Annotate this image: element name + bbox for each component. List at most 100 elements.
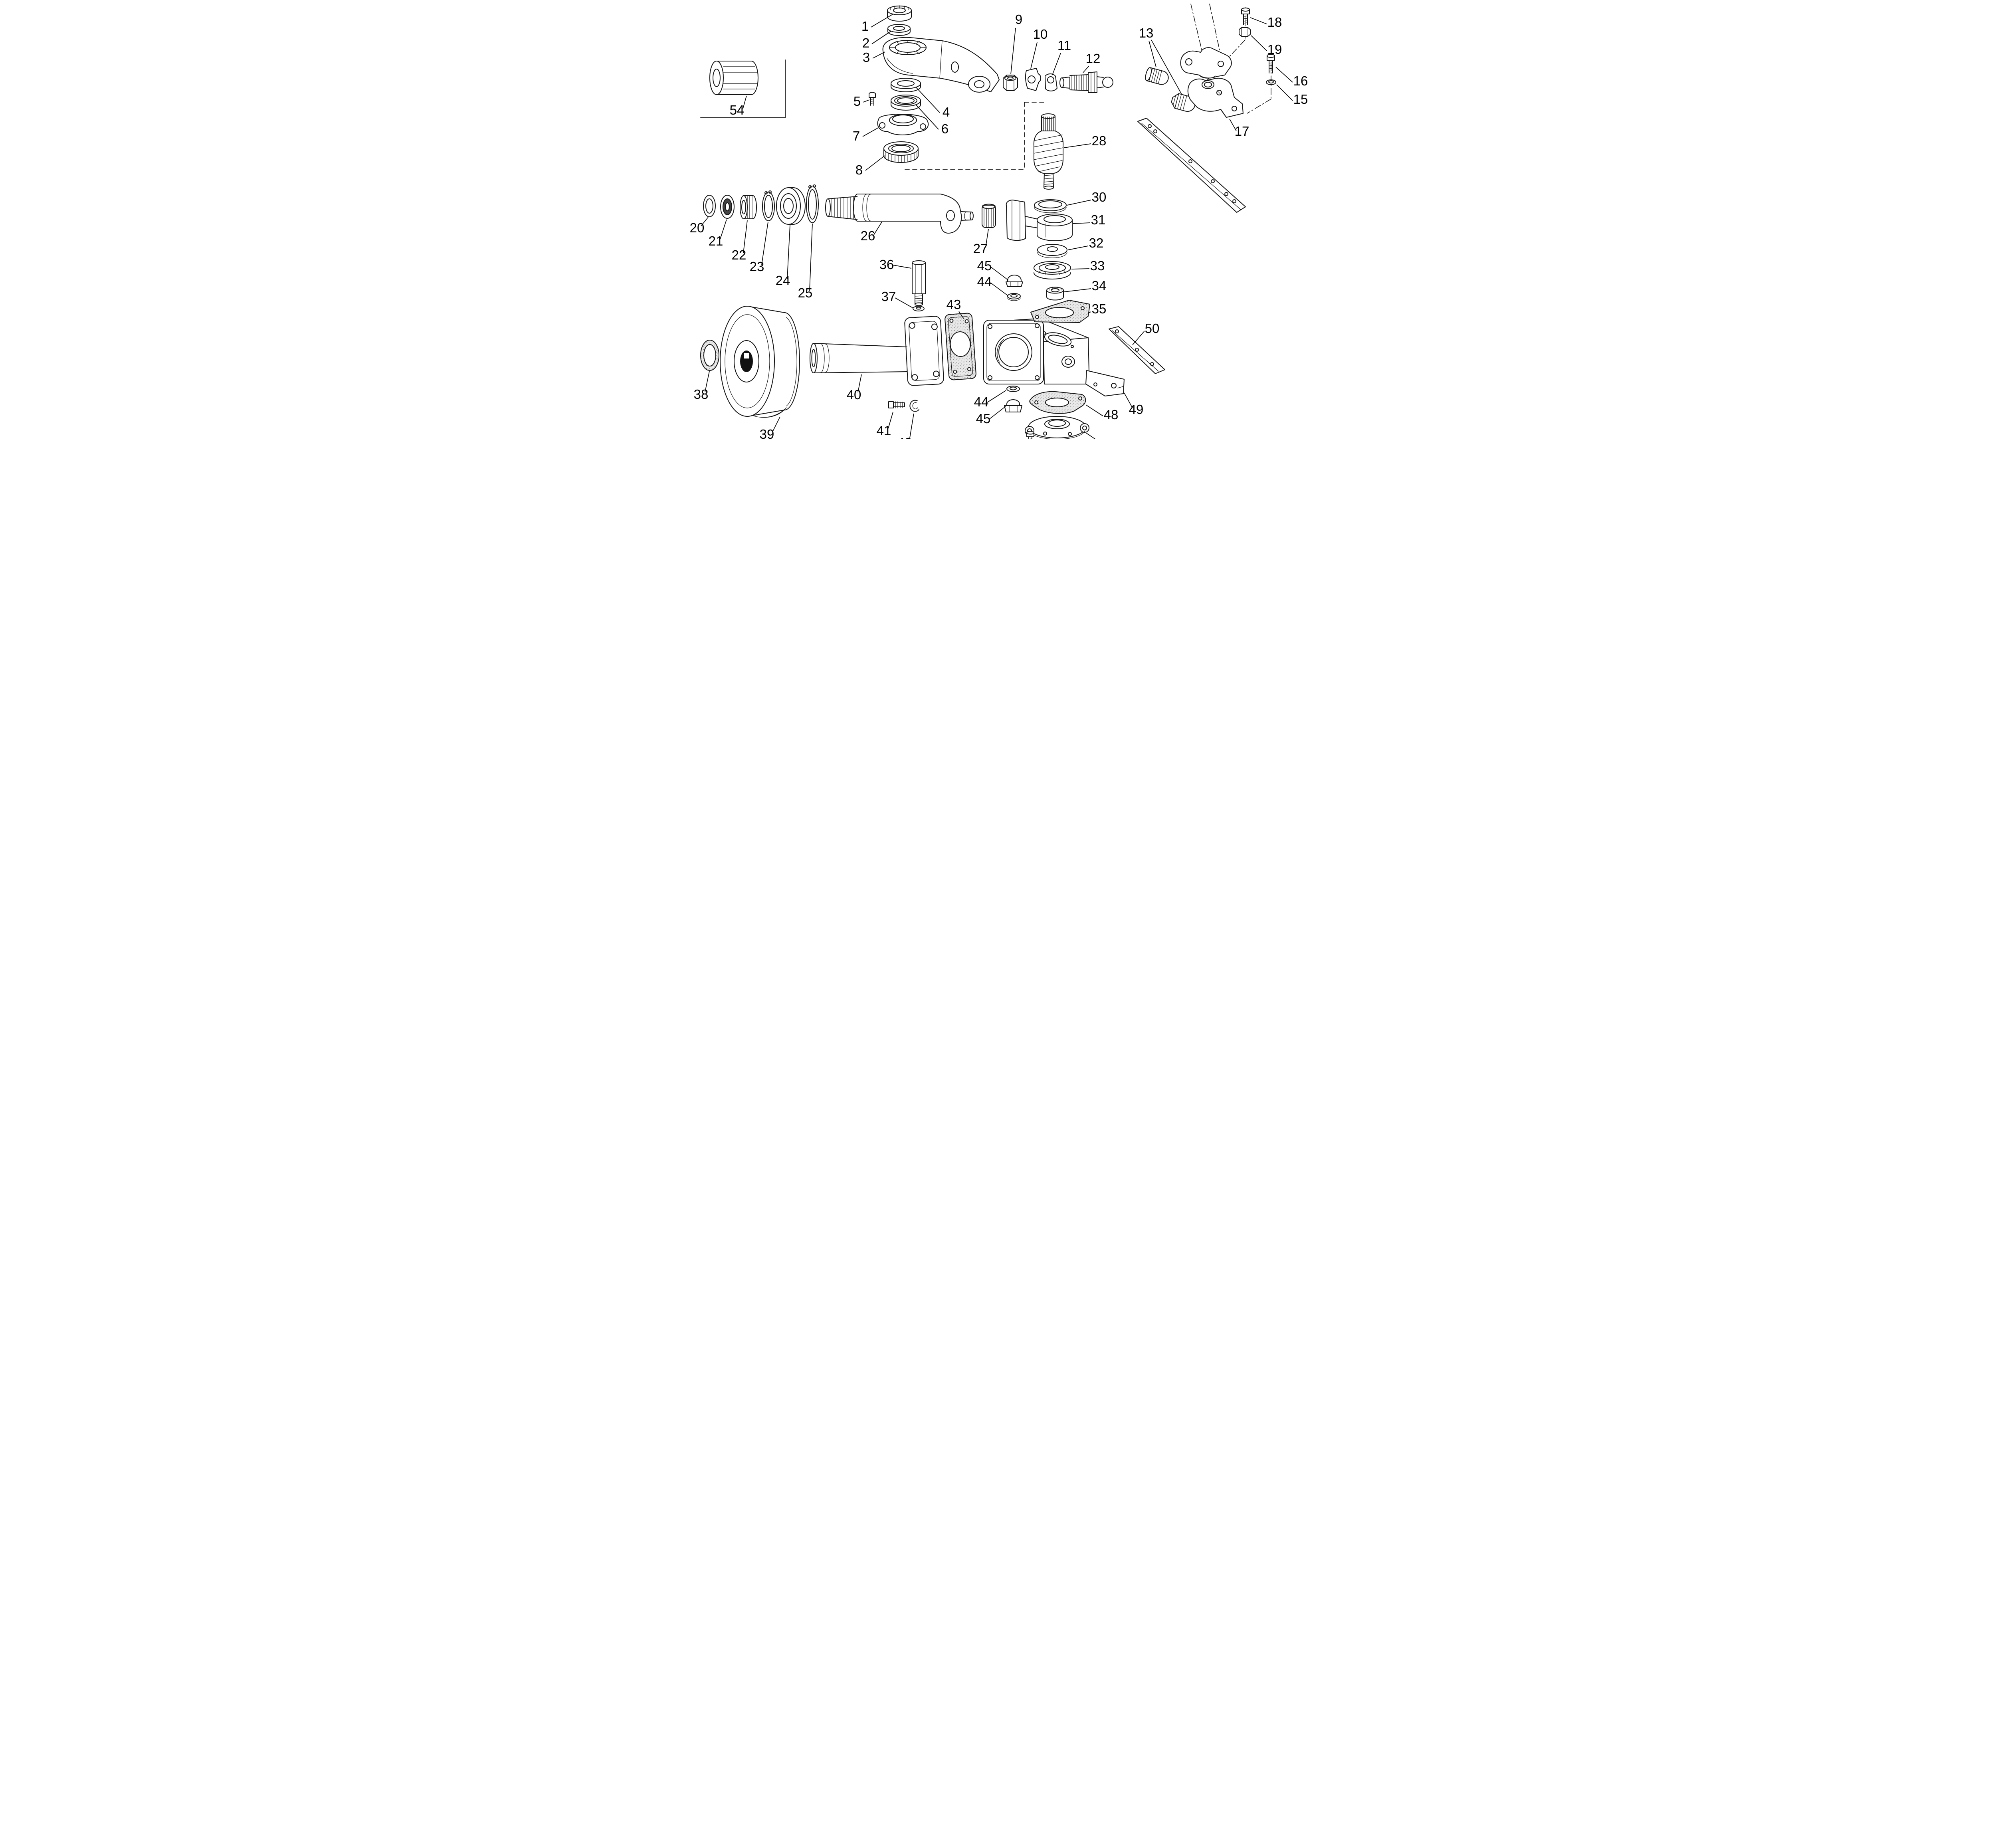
part-50-strip xyxy=(1109,326,1165,374)
callout-leader-5 xyxy=(863,99,870,103)
part-32-washer xyxy=(1037,244,1067,258)
callout-leader-47 xyxy=(1085,432,1096,439)
callout-leader-34 xyxy=(1064,288,1091,292)
callout-label-16: 16 xyxy=(1293,73,1308,88)
part-36-stud xyxy=(912,260,926,306)
callouts-layer: 1234567891011121315161718192021222324252… xyxy=(690,12,1308,439)
callout-label-6: 6 xyxy=(941,121,948,136)
part-24-ball-bearing xyxy=(776,187,806,225)
callout-leader-30 xyxy=(1067,200,1091,206)
diagram-canvas: 1234567891011121315161718192021222324252… xyxy=(687,0,1309,439)
part-43-gasket xyxy=(945,313,976,380)
part-7-bearing-cap xyxy=(877,113,929,135)
callout-label-41: 41 xyxy=(877,423,891,438)
part-26-worm-shaft xyxy=(825,194,974,234)
part-10-lock-plate xyxy=(1025,68,1042,91)
callout-leader-44 xyxy=(990,282,1008,296)
part-12-fitting xyxy=(1059,71,1113,93)
frame-corner-bracket xyxy=(700,59,786,118)
callout-label-9: 9 xyxy=(1015,12,1022,27)
callout-label-38: 38 xyxy=(694,387,709,402)
part-5-bolt xyxy=(869,92,876,106)
part-18-bolt xyxy=(1241,8,1250,25)
callout-label-33: 33 xyxy=(1090,258,1105,273)
part-39-drum xyxy=(720,306,800,418)
callout-leader-22 xyxy=(743,220,748,254)
callout-leader-40 xyxy=(857,374,862,393)
part-33-bearing xyxy=(1034,261,1071,279)
callout-leader-11 xyxy=(1052,53,1061,75)
callout-label-15: 15 xyxy=(1293,92,1308,107)
callout-label-27: 27 xyxy=(973,241,988,256)
part-28-splined-shaft xyxy=(1033,113,1064,190)
part-45-plug-lower xyxy=(1004,399,1022,412)
callout-label-7: 7 xyxy=(853,129,860,143)
callout-leader-17 xyxy=(1229,119,1237,131)
callout-leader-4 xyxy=(915,87,940,113)
callout-label-12: 12 xyxy=(1086,51,1101,66)
callout-leader-44 xyxy=(987,390,1006,403)
part-54-bushing xyxy=(709,61,758,95)
part-31-collar-assembly xyxy=(1006,200,1073,241)
callout-leader-18 xyxy=(1250,17,1267,24)
part-4-washer xyxy=(891,78,921,92)
callout-leader-12 xyxy=(1083,65,1089,73)
callout-leader-42 xyxy=(909,413,914,439)
callout-leader-13 xyxy=(1148,40,1156,67)
callout-leader-45 xyxy=(989,406,1006,420)
part-link-bar xyxy=(1137,118,1246,213)
callout-label-54: 54 xyxy=(730,103,745,117)
callout-label-37: 37 xyxy=(881,289,896,304)
callout-leader-21 xyxy=(720,219,727,240)
callout-leader-6 xyxy=(915,104,939,130)
callout-label-45: 45 xyxy=(977,258,992,273)
part-38-seal-ring xyxy=(700,340,719,371)
callout-leader-23 xyxy=(761,222,768,265)
callout-leader-20 xyxy=(701,217,709,226)
callout-label-34: 34 xyxy=(1092,278,1107,293)
part-44-washer-lower xyxy=(1006,386,1020,392)
part-41-bolt xyxy=(888,401,905,408)
callout-leader-19 xyxy=(1251,35,1267,51)
callout-leader-9 xyxy=(1010,28,1016,75)
callout-leader-43 xyxy=(958,311,964,319)
callout-leader-38 xyxy=(705,371,710,392)
callout-label-42: 42 xyxy=(897,435,912,439)
callout-leader-27 xyxy=(985,229,989,248)
callout-leader-32 xyxy=(1067,246,1089,250)
callout-leader-54 xyxy=(743,95,747,109)
callout-label-21: 21 xyxy=(709,234,723,248)
callout-leader-36 xyxy=(893,265,912,269)
callout-label-3: 3 xyxy=(863,50,870,65)
part-2-washer xyxy=(887,24,911,36)
callout-label-24: 24 xyxy=(776,273,790,288)
callout-label-28: 28 xyxy=(1092,133,1107,148)
part-30-ring xyxy=(1034,199,1067,213)
callout-label-36: 36 xyxy=(879,257,894,272)
callout-label-32: 32 xyxy=(1089,236,1104,250)
callout-label-35: 35 xyxy=(1092,301,1107,316)
callout-leader-31 xyxy=(1073,222,1091,224)
callout-label-49: 49 xyxy=(1129,402,1144,417)
callout-label-11: 11 xyxy=(1057,38,1071,53)
part-1-castellated-nut xyxy=(887,5,912,22)
callout-label-30: 30 xyxy=(1092,190,1107,204)
part-main-housing xyxy=(983,318,1125,396)
callout-label-43: 43 xyxy=(947,297,961,312)
part-11-lock-plate xyxy=(1045,73,1057,91)
callout-label-1: 1 xyxy=(861,19,869,34)
callout-label-5: 5 xyxy=(853,94,861,109)
callout-leader-24 xyxy=(787,225,790,279)
part-19-nut xyxy=(1239,27,1251,37)
callout-label-39: 39 xyxy=(760,427,774,439)
callout-label-40: 40 xyxy=(847,387,861,402)
part-25-snap-ring xyxy=(806,184,819,223)
part-16-bolt xyxy=(1267,54,1275,73)
callout-leader-26 xyxy=(873,222,882,235)
callout-leader-16 xyxy=(1275,67,1293,83)
part-21-seal xyxy=(720,195,735,219)
part-44-washer-upper xyxy=(1007,293,1021,301)
callout-label-47: 47 xyxy=(1106,437,1121,439)
part-20-seal-ring xyxy=(703,195,716,217)
